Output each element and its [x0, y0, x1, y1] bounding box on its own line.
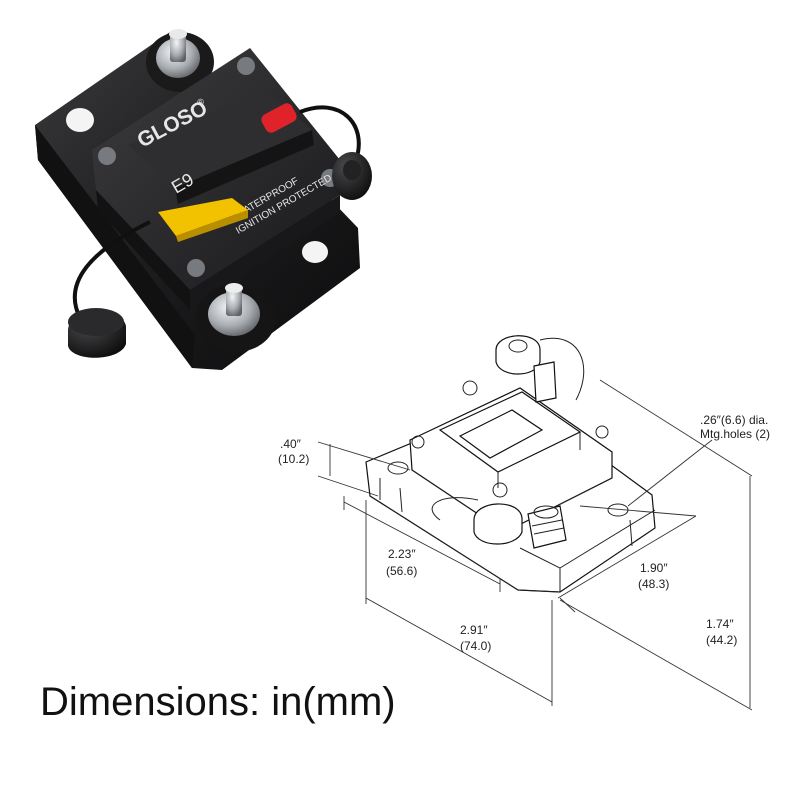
- bottom-protective-cap: [68, 308, 126, 358]
- dim-height-040-in: .40″: [280, 437, 302, 451]
- screw-icon: [187, 259, 205, 277]
- registered-mark: ®: [195, 96, 206, 108]
- dim-total-height-174-in: 1.74″: [706, 617, 734, 631]
- top-terminal-stud: [146, 29, 214, 92]
- mounting-hole-icon: [66, 108, 94, 132]
- dim-height-040: .40″ (10.2): [278, 437, 411, 497]
- dim-depth-190-mm: (48.3): [638, 577, 669, 591]
- screw-icon: [237, 57, 255, 75]
- manual-trip-lever[interactable]: [158, 198, 248, 236]
- dim-length-291-in: 2.91″: [460, 623, 488, 637]
- drawing-bottom-stud: [431, 497, 567, 549]
- lever-edge: [176, 210, 248, 242]
- drawing-top-cap: [495, 335, 585, 403]
- breaker-face: [92, 48, 340, 310]
- dim-width-223-in: 2.23″: [388, 547, 416, 561]
- cap-tether: [72, 220, 151, 319]
- mounting-holes-count: Mtg.holes (2): [700, 427, 770, 441]
- dim-length-291: 2.91″ (74.0): [365, 500, 553, 706]
- dim-height-040-mm: (10.2): [278, 452, 309, 466]
- mounting-holes-size: .26″(6.6) dia.: [700, 413, 768, 427]
- reset-button[interactable]: [259, 101, 298, 135]
- top-protective-cap: [332, 152, 372, 200]
- dim-length-291-mm: (74.0): [460, 639, 491, 653]
- drawing-body: [409, 380, 613, 533]
- bottom-terminal-stud: [196, 283, 276, 352]
- dim-depth-190: 1.90″ (48.3): [557, 505, 697, 613]
- dim-width-223: 2.23″ (56.6): [343, 496, 501, 592]
- dim-depth-190-in: 1.90″: [640, 561, 668, 575]
- dimensions-caption: Dimensions: in(mm): [40, 680, 396, 724]
- dim-width-223-mm: (56.6): [386, 564, 417, 578]
- dim-total-height-174-mm: (44.2): [706, 633, 737, 647]
- dim-total-height-174: 1.74″ (44.2): [559, 379, 753, 711]
- mounting-hole-icon: [302, 241, 328, 263]
- screw-icon: [98, 147, 116, 165]
- dim-mounting-holes: .26″(6.6) dia. Mtg.holes (2): [627, 413, 770, 507]
- cap-tether: [299, 105, 361, 161]
